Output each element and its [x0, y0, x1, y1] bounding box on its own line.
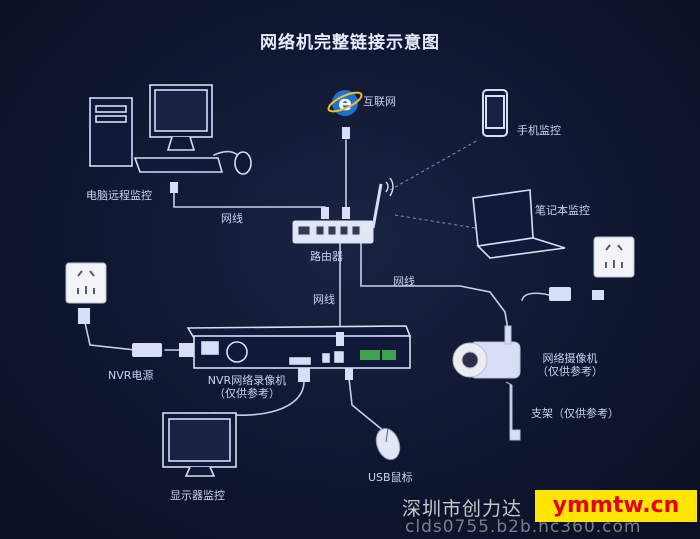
router-top-plug — [342, 207, 350, 219]
cable-router-camera — [360, 242, 509, 331]
label-monitor: 显示器监控 — [170, 489, 225, 502]
label-ip-camera-line1: 网络摄像机 — [542, 352, 598, 365]
monitor-icon — [162, 412, 237, 477]
laptop-icon — [472, 189, 566, 259]
diagram-title: 网络机完整链接示意图 — [260, 33, 440, 53]
label-nvr-recorder-line1: NVR网络录像机 — [207, 374, 287, 387]
wall-socket-icon — [65, 236, 635, 304]
label-nvr-recorder-line2: （仅供参考） — [214, 387, 280, 400]
label-internet: 互联网 — [363, 95, 396, 108]
cable-nvr-mouse — [348, 377, 386, 433]
footer-url: clds0755.b2b.hc360.com — [405, 517, 642, 537]
wireless-link-phone — [389, 139, 479, 191]
label-nvr-power: NVR电源 — [108, 369, 154, 382]
router-left-plug — [321, 207, 329, 219]
router-icon — [292, 177, 394, 244]
pc-network-connector — [170, 182, 178, 193]
label-cable-mid: 网线 — [313, 293, 335, 306]
label-router: 路由器 — [310, 250, 343, 263]
internet-connector — [342, 127, 350, 139]
nvr-recorder-icon — [186, 325, 412, 369]
label-laptop-monitoring: 笔记本监控 — [535, 204, 590, 217]
nvr-network-plug — [336, 332, 344, 346]
desktop-pc-icon — [89, 84, 252, 175]
nvr-vga-plug — [298, 368, 310, 382]
label-cable-top: 网线 — [221, 212, 243, 225]
wireless-link-laptop — [394, 214, 476, 229]
label-ip-camera-line2: （仅供参考） — [537, 365, 603, 378]
footer-company-name: 深圳市创力达 — [402, 498, 523, 520]
smartphone-icon — [482, 89, 508, 137]
cable-pc-router — [173, 191, 326, 215]
socket-plug-left — [78, 308, 90, 324]
cable-socket-nvr-power — [83, 317, 136, 351]
label-pc-remote-monitoring: 电脑远程监控 — [86, 189, 152, 202]
label-cable-right: 网线 — [393, 275, 415, 288]
internet-explorer-icon: e — [327, 90, 363, 116]
label-usb-mouse: USB鼠标 — [368, 471, 413, 484]
nvr-usb-plug — [345, 368, 353, 380]
ip-camera-icon — [452, 325, 521, 441]
label-nvr-recorder: NVR网络录像机 （仅供参考） — [192, 374, 302, 400]
usb-mouse-icon — [375, 427, 401, 460]
label-bracket: 支架（仅供参考） — [531, 407, 619, 420]
watermark-badge: ymmtw.cn — [535, 490, 697, 522]
power-adapter-icon — [132, 287, 604, 357]
label-ip-camera: 网络摄像机 （仅供参考） — [530, 352, 610, 378]
label-phone-monitoring: 手机监控 — [517, 124, 561, 137]
